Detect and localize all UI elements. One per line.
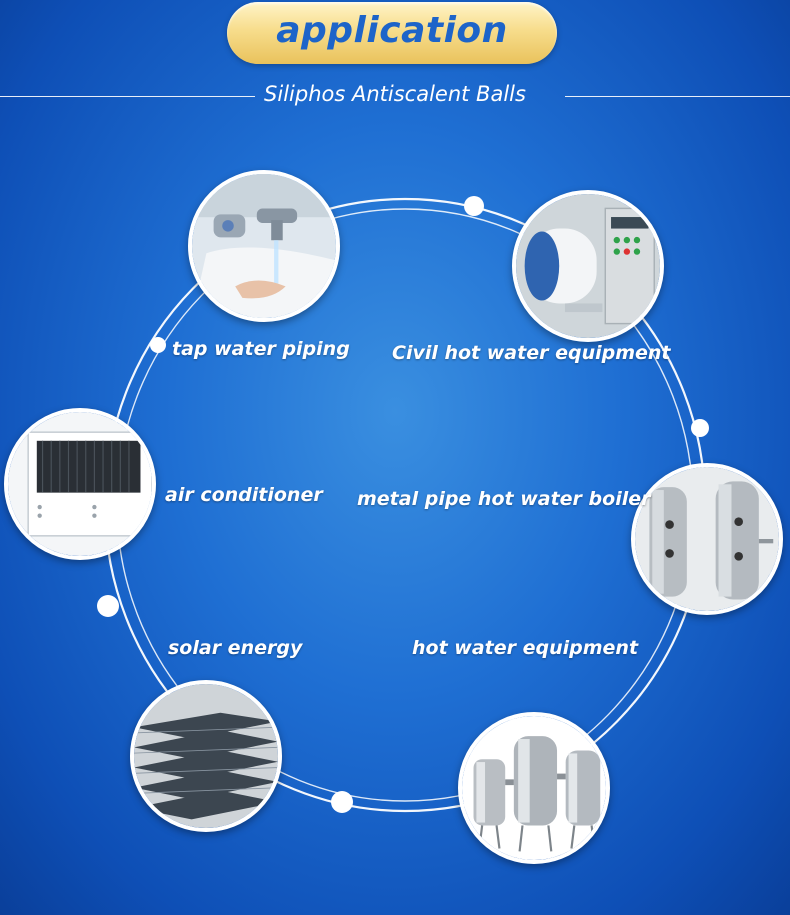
title-banner: application	[227, 2, 557, 64]
label-metal-pipe-hot-water-boiler: metal pipe hot water boiler	[357, 488, 651, 510]
label-air-conditioner: air conditioner	[165, 484, 323, 506]
page-title: application	[276, 10, 508, 51]
ring-dot	[464, 196, 484, 216]
ring-dot	[691, 419, 709, 437]
subtitle-rule-left	[0, 96, 255, 97]
solar-panel-photo-icon	[130, 680, 282, 832]
label-tap-water-piping: tap water piping	[172, 338, 350, 360]
label-hot-water-equipment: hot water equipment	[412, 637, 639, 659]
tanks-photo-icon	[458, 712, 610, 864]
ring-dot	[331, 791, 353, 813]
boiler-photo-icon	[631, 463, 783, 615]
page-subtitle: Siliphos Antiscalent Balls	[264, 82, 526, 106]
label-solar-energy: solar energy	[168, 637, 303, 659]
ring-dot	[150, 337, 166, 353]
ring-dot	[97, 595, 119, 617]
water-heater-photo-icon	[512, 190, 664, 342]
subtitle-rule-right	[565, 96, 790, 97]
label-civil-hot-water-equipment: Civil hot water equipment	[392, 342, 671, 364]
faucet-photo-icon	[188, 170, 340, 322]
air-conditioner-photo-icon	[4, 408, 156, 560]
